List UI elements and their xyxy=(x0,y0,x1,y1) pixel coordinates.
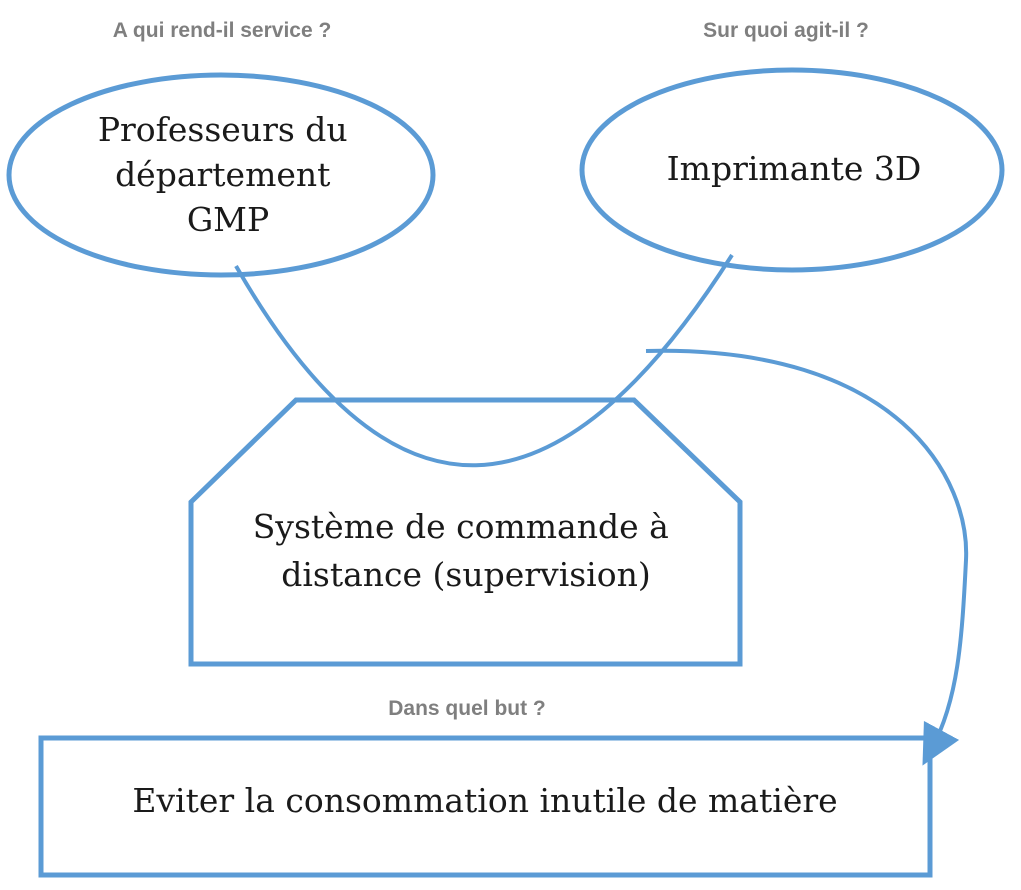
horn-connector xyxy=(234,253,734,468)
user-text-line: Professeurs du xyxy=(98,110,348,149)
goal-arrow xyxy=(645,348,969,766)
goal-box xyxy=(38,735,933,878)
object-ellipse xyxy=(579,67,1005,273)
system-text-line: distance (supervision) xyxy=(281,555,650,594)
user-ellipse xyxy=(6,72,436,278)
user-text-line: département xyxy=(115,155,330,194)
question-why-label: Dans quel but ? xyxy=(388,697,546,720)
question-what-label: Sur quoi agit-il ? xyxy=(703,19,869,42)
object-text: Imprimante 3D xyxy=(667,149,922,188)
object-text-line: Imprimante 3D xyxy=(667,149,922,188)
system-text-line: Système de commande à xyxy=(253,507,669,546)
question-who-label: A qui rend-il service ? xyxy=(113,19,332,42)
goal-text: Eviter la consommation inutile de matièr… xyxy=(132,781,837,820)
user-text: Professeurs du département GMP xyxy=(98,110,358,239)
system-box xyxy=(188,397,743,667)
goal-text-line: Eviter la consommation inutile de matièr… xyxy=(132,781,837,820)
user-text-line: GMP xyxy=(187,200,269,239)
system-text: Système de commande à distance (supervis… xyxy=(253,507,680,594)
